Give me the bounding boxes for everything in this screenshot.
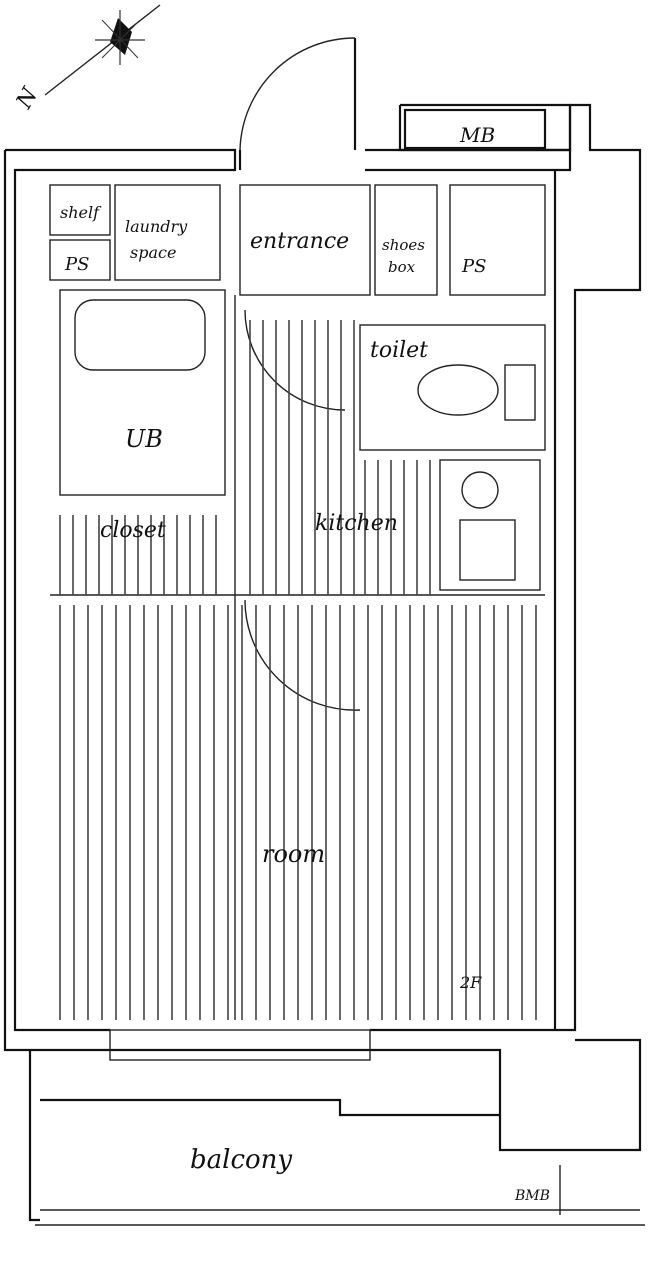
compass-icon: N bbox=[11, 4, 161, 114]
entrance-door bbox=[238, 37, 357, 170]
kitchen-label: kitchen bbox=[315, 511, 398, 536]
balcony-label: balcony bbox=[190, 1145, 292, 1175]
entrance-label: entrance bbox=[250, 229, 349, 254]
ub-label: UB bbox=[125, 425, 163, 453]
laundry-label-2: space bbox=[130, 243, 176, 262]
floor-2f-label: 2F bbox=[459, 973, 482, 992]
shelf-label: shelf bbox=[60, 203, 102, 222]
mb-label: MB bbox=[459, 123, 495, 147]
floor-hatching bbox=[59, 320, 537, 1020]
laundry-label-1: laundry bbox=[125, 217, 188, 236]
ps-right-label: PS bbox=[461, 256, 486, 277]
room-label: room bbox=[262, 840, 325, 868]
closet-label: closet bbox=[100, 518, 166, 543]
compass-north-label: N bbox=[11, 83, 43, 114]
shoes-box-label-1: shoes bbox=[382, 236, 425, 254]
ps-left-label: PS bbox=[64, 254, 89, 275]
interior-walls bbox=[49, 184, 546, 1061]
shoes-box-label-2: box bbox=[388, 258, 416, 276]
bottom-tag-label: BMB bbox=[514, 1188, 550, 1204]
balcony-area bbox=[35, 1098, 645, 1226]
toilet-label: toilet bbox=[370, 338, 428, 363]
outer-walls bbox=[3, 103, 642, 1222]
